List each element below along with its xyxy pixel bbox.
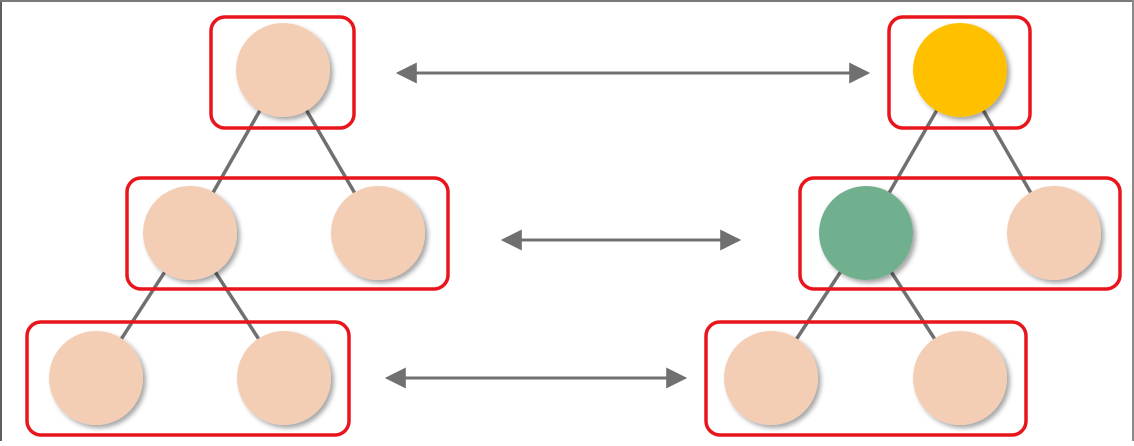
left-tree-level-1-node-0 [236,23,330,117]
right-tree-level-1-box [887,15,1032,130]
arrows-layer [384,62,871,389]
right-tree-level-2-node-1 [1007,186,1101,280]
left-tree-level-2-node-1 [331,186,425,280]
left-tree-level-3-box [25,320,351,437]
right-tree-edge-0 [883,102,943,201]
left-tree-edge-3 [209,263,265,348]
right-tree-level-3-node-0 [724,331,818,425]
nodes-layer [49,23,1101,425]
right-tree-edge-1 [977,102,1037,201]
left-tree-level-2-node-0 [143,186,237,280]
edges-layer [115,101,1037,348]
left-tree-edge-0 [207,102,266,201]
right-tree-level-1-node-0 [913,23,1007,117]
level-boxes-layer [25,15,1122,437]
right-tree-edge-3 [885,263,941,348]
left-tree-level-1-box [209,15,356,130]
left-tree-edge-2 [115,263,171,348]
left-tree-level-2-box [125,176,450,291]
window-right-edge [1132,0,1134,441]
right-tree-level-3-box [704,320,1028,437]
window-top-edge [0,0,1134,2]
left-tree-edge-1 [300,101,361,202]
right-tree-level-2-node-0 [819,186,913,280]
right-tree-edge-2 [790,263,847,348]
left-tree-level-3-node-1 [237,331,331,425]
window-left-edge [0,0,2,441]
right-tree-level-3-node-1 [913,331,1007,425]
right-tree-level-2-box [798,176,1122,291]
left-tree-level-3-node-0 [49,331,143,425]
